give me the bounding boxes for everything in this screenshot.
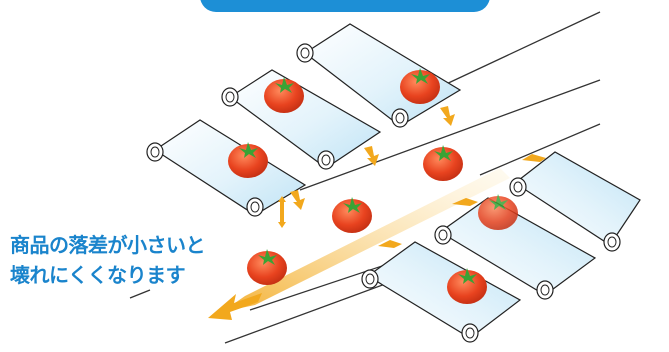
conveyor-belt-5 — [434, 197, 597, 300]
drop-arrow-icon — [278, 196, 286, 228]
track-line — [299, 79, 601, 191]
header-tab — [200, 0, 490, 12]
caption: 商品の落差が小さいと 壊れにくくなります — [10, 230, 206, 290]
conveyor-belt-6 — [361, 241, 522, 343]
caption-line-1: 商品の落差が小さいと — [10, 233, 206, 257]
tomato-icon — [478, 194, 518, 230]
tomato-icon — [423, 145, 463, 181]
track-line — [249, 259, 401, 311]
drop-arrow-icon — [440, 106, 455, 126]
caption-line-2: 壊れにくくなります — [10, 263, 186, 287]
product-flow-stream — [222, 168, 510, 312]
track-line — [129, 289, 151, 299]
direction-arrow-icon — [208, 293, 262, 320]
conveyor-belt-4 — [509, 151, 641, 252]
tomato-icon — [247, 249, 287, 285]
tomato-icon — [332, 197, 372, 233]
drop-arrow-icon — [522, 154, 546, 162]
drop-arrow-icon — [364, 146, 379, 166]
drop-arrow-icon — [452, 198, 478, 206]
drop-arrow-icon — [290, 190, 305, 210]
track-line — [479, 123, 601, 176]
drop-arrow-icon — [378, 240, 402, 248]
